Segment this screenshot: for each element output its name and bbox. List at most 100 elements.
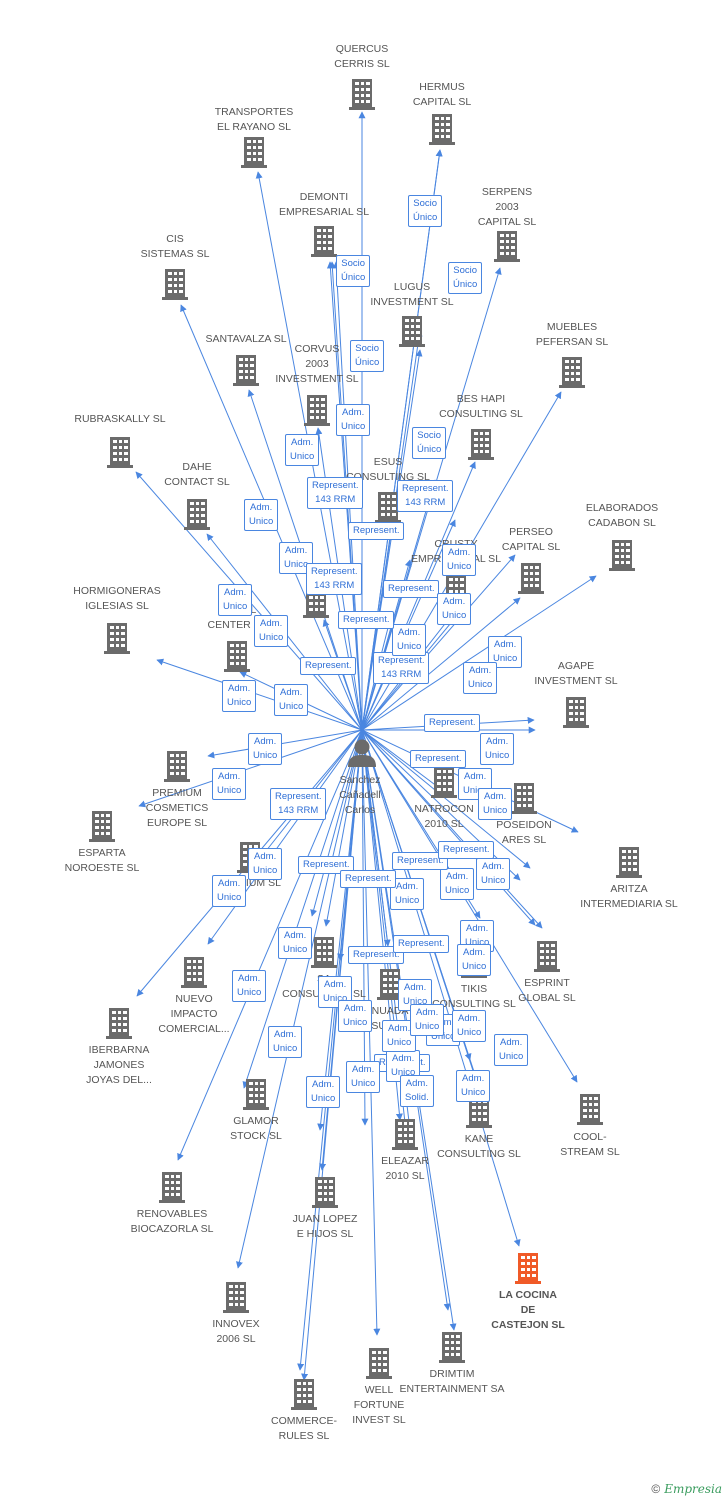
- company-label-rubraskally[interactable]: RUBRASKALLY SL: [74, 413, 166, 425]
- relation-label-15: Adm. Unico: [254, 615, 289, 647]
- relation-edge-16: [361, 597, 521, 731]
- company-label-kane[interactable]: KANE CONSULTING SL: [437, 1133, 521, 1160]
- relation-label-14: Represent. 143 RRM: [373, 652, 430, 684]
- company-label-dahe[interactable]: DAHE CONTACT SL: [164, 461, 230, 488]
- relation-label-22: Represent.: [338, 611, 395, 629]
- company-building-icon-aritza[interactable]: [616, 847, 642, 878]
- company-label-commercerules[interactable]: COMMERCE- RULES SL: [271, 1415, 337, 1442]
- company-label-iberbarna[interactable]: IBERBARNA JAMONES JOYAS DEL...: [86, 1044, 152, 1086]
- center-person-name: Sanchez Cañadell Carlos: [339, 774, 381, 816]
- company-building-icon-dahe[interactable]: [184, 499, 210, 530]
- company-label-serpens[interactable]: SERPENS 2003 CAPITAL SL: [477, 186, 537, 228]
- company-label-perseo[interactable]: PERSEO CAPITAL SL: [501, 526, 561, 553]
- company-label-hermus[interactable]: HERMUS CAPITAL SL: [412, 81, 472, 108]
- relation-edge-14: [361, 575, 597, 731]
- company-building-icon-muebles[interactable]: [559, 357, 585, 388]
- company-building-icon-innovex[interactable]: [223, 1282, 249, 1313]
- company-building-icon-lacocina[interactable]: [515, 1253, 541, 1284]
- company-label-wellfortune[interactable]: WELL FORTUNE INVEST SL: [352, 1384, 406, 1426]
- relation-label-28: Adm. Unico: [274, 684, 309, 716]
- relation-label-24: Represent.: [300, 657, 357, 675]
- company-label-nuevo[interactable]: NUEVO IMPACTO COMERCIAL...: [158, 993, 230, 1035]
- company-building-icon-elaborados[interactable]: [609, 540, 635, 571]
- company-label-eleazar[interactable]: ELEAZAR 2010 SL: [381, 1155, 429, 1182]
- company-building-icon-demonti[interactable]: [311, 226, 337, 257]
- relation-edge-22: [138, 729, 363, 808]
- company-label-tikis[interactable]: TIKIS CONSULTING SL: [432, 983, 516, 1010]
- company-label-renovables[interactable]: RENOVABLES BIOCAZORLA SL: [130, 1208, 214, 1235]
- company-label-poseidonares[interactable]: POSEIDON ARES SL: [496, 819, 552, 846]
- relation-edge-26: [361, 729, 531, 869]
- company-building-icon-nuevo[interactable]: [181, 957, 207, 988]
- relation-label-43: Adm. Unico: [278, 927, 313, 959]
- company-building-icon-glamor[interactable]: [243, 1079, 269, 1110]
- relation-label-29: Adm. Unico: [248, 733, 283, 765]
- company-building-icon-natrocon[interactable]: [431, 767, 457, 798]
- company-label-beshapi[interactable]: BES HAPI CONSULTING SL: [439, 393, 523, 420]
- company-label-premium[interactable]: PREMIUM COSMETICS EUROPE SL: [145, 787, 209, 829]
- relation-label-37: Adm. Unico: [212, 875, 247, 907]
- company-label-juanlopez[interactable]: JUAN LOPEZ E HIJOS SL: [292, 1213, 358, 1240]
- company-building-icon-perseo[interactable]: [518, 563, 544, 594]
- relation-edge-62: [361, 729, 536, 926]
- company-building-icon-lugus[interactable]: [399, 316, 425, 347]
- company-label-hormigoneras[interactable]: HORMIGONERAS IGLESIAS SL: [73, 585, 161, 612]
- company-building-icon-hermus[interactable]: [429, 114, 455, 145]
- company-label-natrocon[interactable]: NATROCON 2010 SL: [414, 803, 474, 830]
- company-label-demonti[interactable]: DEMONTI EMPRESARIAL SL: [278, 191, 370, 218]
- company-label-esprint[interactable]: ESPRINT GLOBAL SL: [518, 977, 576, 1004]
- company-building-icon-hormigoneras[interactable]: [104, 623, 130, 654]
- relation-label-48: Represent.: [393, 935, 450, 953]
- company-building-icon-esprint[interactable]: [534, 941, 560, 972]
- relation-label-62: Adm. Unico: [410, 1004, 445, 1036]
- relation-label-51: Adm. Unico: [268, 1026, 303, 1058]
- company-label-santavalza[interactable]: SANTAVALZA SL: [205, 333, 287, 345]
- company-label-cis[interactable]: CIS SISTEMAS SL: [140, 233, 210, 260]
- company-building-icon-simbel[interactable]: [224, 641, 250, 672]
- company-label-lacocina[interactable]: LA COCINA DE CASTEJON SL: [491, 1289, 565, 1331]
- relation-label-41: Represent.: [392, 852, 449, 870]
- company-building-icon-drimtim[interactable]: [439, 1332, 465, 1363]
- company-label-cool[interactable]: COOL- STREAM SL: [560, 1131, 620, 1158]
- company-building-icon-cool[interactable]: [577, 1094, 603, 1125]
- company-label-corvus[interactable]: CORVUS 2003 INVESTMENT SL: [275, 343, 359, 385]
- company-label-glamor[interactable]: GLAMOR STOCK SL: [230, 1115, 282, 1142]
- relation-edge-52: [361, 149, 443, 731]
- company-building-icon-premium[interactable]: [164, 751, 190, 782]
- relation-edge-23: [361, 729, 443, 791]
- company-label-esparta[interactable]: ESPARTA NOROESTE SL: [64, 847, 140, 874]
- relation-label-63: Adm. Unico: [452, 1010, 487, 1042]
- company-building-icon-cis[interactable]: [162, 269, 188, 300]
- relation-label-27: Adm. Unico: [222, 680, 257, 712]
- relation-label-9: Adm. Unico: [218, 584, 253, 616]
- relation-label-36: Adm. Unico: [476, 858, 511, 890]
- relation-edge-42: [361, 729, 381, 1336]
- company-label-quercus[interactable]: QUERCUS CERRIS SL: [334, 43, 390, 70]
- relation-edge-40: [236, 729, 363, 1269]
- company-label-transportes[interactable]: TRANSPORTES EL RAYANO SL: [214, 106, 294, 133]
- relation-label-18: Represent.: [383, 580, 440, 598]
- company-building-icon-beshapi[interactable]: [468, 429, 494, 460]
- relation-label-7: Adm. Unico: [244, 499, 279, 531]
- relation-edge-27: [207, 729, 363, 945]
- company-label-agape[interactable]: AGAPE INVESTMENT SL: [534, 660, 618, 687]
- relation-edge-19: [322, 619, 363, 731]
- company-building-icon-agape[interactable]: [563, 697, 589, 728]
- footer-brand: ©Empresia: [651, 1482, 722, 1496]
- relation-edge-31: [361, 729, 543, 929]
- relation-label-54: Adm. Unico: [346, 1061, 381, 1093]
- relation-label-0: Socio Único: [408, 195, 443, 227]
- company-building-icon-renovables[interactable]: [159, 1172, 185, 1203]
- relation-label-30: Represent.: [410, 750, 467, 768]
- company-label-muebles[interactable]: MUEBLES PEFERSAN SL: [535, 321, 609, 348]
- company-building-icon-saconsulting[interactable]: [311, 937, 337, 968]
- company-label-lugus[interactable]: LUGUS INVESTMENT SL: [370, 281, 454, 308]
- company-label-elaborados[interactable]: ELABORADOS CADABON SL: [585, 502, 659, 529]
- company-label-drimtim[interactable]: DRIMTIM ENTERTAINMENT SA: [399, 1368, 505, 1395]
- company-building-icon-transportes[interactable]: [241, 137, 267, 168]
- company-label-aritza[interactable]: ARITZA INTERMEDIARIA SL: [580, 883, 678, 910]
- company-building-icon-serpens[interactable]: [494, 231, 520, 262]
- company-building-icon-corvus[interactable]: [304, 395, 330, 426]
- relation-label-58: Adm. Solid.: [400, 1075, 434, 1107]
- company-label-innovex[interactable]: INNOVEX 2006 SL: [212, 1318, 260, 1345]
